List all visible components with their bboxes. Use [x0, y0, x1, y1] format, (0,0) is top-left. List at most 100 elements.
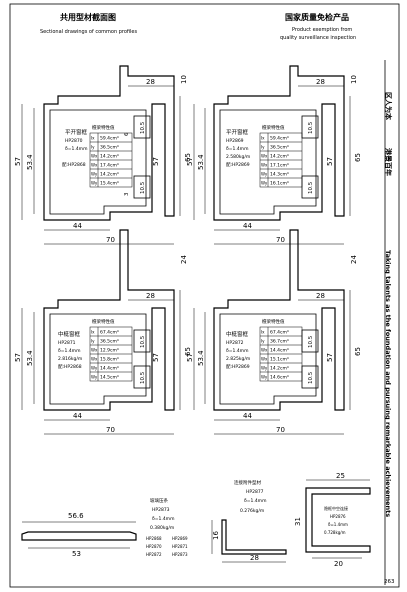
property-value: 14.3cm⁴: [270, 172, 289, 178]
bead-code-6: HP2873: [172, 552, 188, 557]
bead-code-3: HP2870: [146, 544, 162, 549]
profile-4-extra: 2.825kg/m: [226, 356, 250, 362]
bead-title: 玻璃压条: [150, 497, 168, 504]
property-value: 12.9cm⁴: [100, 348, 119, 354]
bead-code-5: HP2872: [146, 552, 162, 557]
profile-1-dim-right-top: 10: [180, 75, 188, 84]
profile-4-dim-right-total: 65: [354, 347, 362, 356]
angle-wall: δ=1.4mm: [244, 498, 266, 504]
profile-1-dim-top: 28: [146, 78, 155, 86]
property-key: Ix: [91, 136, 95, 141]
property-value: 17.4cm⁴: [100, 163, 119, 169]
bead-wall: δ=1.4mm: [152, 516, 174, 522]
profile-1-dim-right-total: 65: [184, 153, 192, 162]
property-value: 36.7cm⁴: [270, 339, 289, 345]
profile-4-outline: [213, 229, 345, 411]
bead-code-1: HP2868: [146, 536, 162, 541]
property-key: Ix: [91, 330, 95, 335]
property-value: 17.1cm⁴: [270, 163, 289, 169]
profile-3-inner: [49, 313, 147, 405]
page-number: 263: [384, 579, 395, 585]
profile-4-code: HP2872: [226, 340, 244, 346]
property-key: Wx: [91, 348, 98, 353]
profile-3-outline: [43, 229, 175, 411]
profile-2-name: 平开窗框: [226, 128, 249, 136]
subtitle-left: Sectional drawings of common profiles: [40, 29, 137, 35]
side-text-3: Taking talents as the foundation and pur…: [384, 250, 392, 517]
profile-3-slot-label-top: 10.5: [140, 335, 146, 348]
property-key: Iy: [91, 339, 95, 344]
property-value: 67.4cm⁴: [270, 330, 289, 336]
bead-code: HP2873: [152, 507, 170, 513]
property-value: 14.5cm⁴: [100, 375, 119, 381]
property-value: 14.2cm⁴: [270, 154, 289, 160]
glazing-bead: 56.6 53: [21, 512, 137, 558]
profile-1-name: 平开窗框: [65, 128, 88, 136]
profile-2: 10.5 10.5 28 10 57 53.4 65 57 44 70 平开窗框…: [186, 65, 362, 245]
title-right: 国家质量免检产品: [285, 12, 349, 22]
channel-wall: δ=1.4mm: [328, 522, 348, 527]
profile-3-table-header: 檀梁特性值: [92, 318, 115, 325]
profile-4-inner: [219, 313, 317, 405]
property-value: 16.1cm⁴: [270, 181, 289, 187]
profile-3-dim-bottom-inner: 44: [73, 412, 82, 420]
property-key: Iy: [91, 145, 95, 150]
profile-2-dim-left-inner: 53.4: [197, 154, 205, 170]
profile-3-dim-mid-right: 57: [152, 353, 160, 362]
bead-info: 玻璃压条 HP2873 δ=1.4mm 0.380kg/m HP2868 HP2…: [146, 497, 188, 557]
profile-3-extra: 2.816kg/m: [58, 356, 82, 362]
property-key: Wx: [91, 163, 98, 168]
property-value: 14.2cm⁴: [100, 154, 119, 160]
profile-2-dim-bottom-total: 70: [276, 236, 285, 244]
property-value: 36.5cm⁴: [100, 339, 119, 345]
profile-1-slot-bottom: [133, 175, 151, 199]
property-value: 59.4cm⁴: [100, 136, 119, 142]
profile-2-dim-right-total: 65: [354, 153, 362, 162]
profile-4-wall: δ=1.4mm: [226, 348, 248, 354]
profile-4-slot-label-top: 10.5: [308, 335, 314, 348]
property-value: 14.2cm⁴: [270, 366, 289, 372]
bar-dim-inner: 53: [72, 550, 81, 558]
channel-dim-top: 25: [336, 472, 345, 480]
profile-1-outline: [43, 65, 175, 221]
property-key: Wx: [261, 154, 268, 159]
profile-1-slot-label-top: 10.5: [140, 121, 146, 134]
property-value: 14.6cm⁴: [270, 375, 289, 381]
angle-dim-h: 16: [212, 531, 220, 540]
profile-4-slot-label-bottom: 10.5: [308, 371, 314, 384]
profile-2-dim-left-total: 57: [186, 157, 194, 166]
profile-2-code: HP2869: [226, 138, 244, 144]
profile-2-slot-label-bottom: 10.5: [308, 181, 314, 194]
bead-code-2: HP2869: [172, 536, 188, 541]
property-value: 15.4cm⁴: [100, 181, 119, 187]
profile-1-dim-small-2: 3: [124, 192, 130, 196]
profile-1-code: HP2870: [65, 138, 83, 144]
property-key: Ix: [261, 136, 265, 141]
property-value: 14.2cm⁴: [100, 172, 119, 178]
profile-1-slot-top: [133, 115, 151, 139]
property-key: Wy: [261, 375, 268, 380]
profile-2-dim-bottom-inner: 44: [243, 222, 252, 230]
profile-4-dim-bottom-inner: 44: [243, 412, 252, 420]
property-key: Wy: [91, 172, 98, 177]
bar-dim-outer: 56.6: [68, 512, 84, 520]
property-key: Wy: [261, 172, 268, 177]
profile-1-wall: δ=1.4mm: [65, 146, 87, 152]
profile-3-dim-bottom-total: 70: [106, 426, 115, 434]
profile-1-dim-left-inner: 53.4: [26, 154, 34, 170]
profile-4-dim-mid-right: 57: [326, 353, 334, 362]
property-value: 14.4cm⁴: [270, 348, 289, 354]
profile-4-dim-left-total: 57: [186, 353, 194, 362]
channel-piece: 25 20 31 隐框中空连接 HP2876 δ=1.4mm 0.728kg/m: [294, 472, 371, 568]
side-text-1: 区人为本: [384, 92, 393, 120]
profile-1-dim-bottom-total: 70: [106, 236, 115, 244]
bead-code-4: HP2871: [172, 544, 188, 549]
profile-3-dim-left-inner: 53.4: [26, 350, 34, 366]
property-value: 15.1cm⁴: [270, 357, 289, 363]
property-key: Wx: [91, 154, 98, 159]
bead-weight: 0.380kg/m: [150, 525, 174, 531]
profile-3-name: 中梃窗框: [58, 330, 81, 338]
profile-1-dim-mid-right: 57: [152, 157, 160, 166]
